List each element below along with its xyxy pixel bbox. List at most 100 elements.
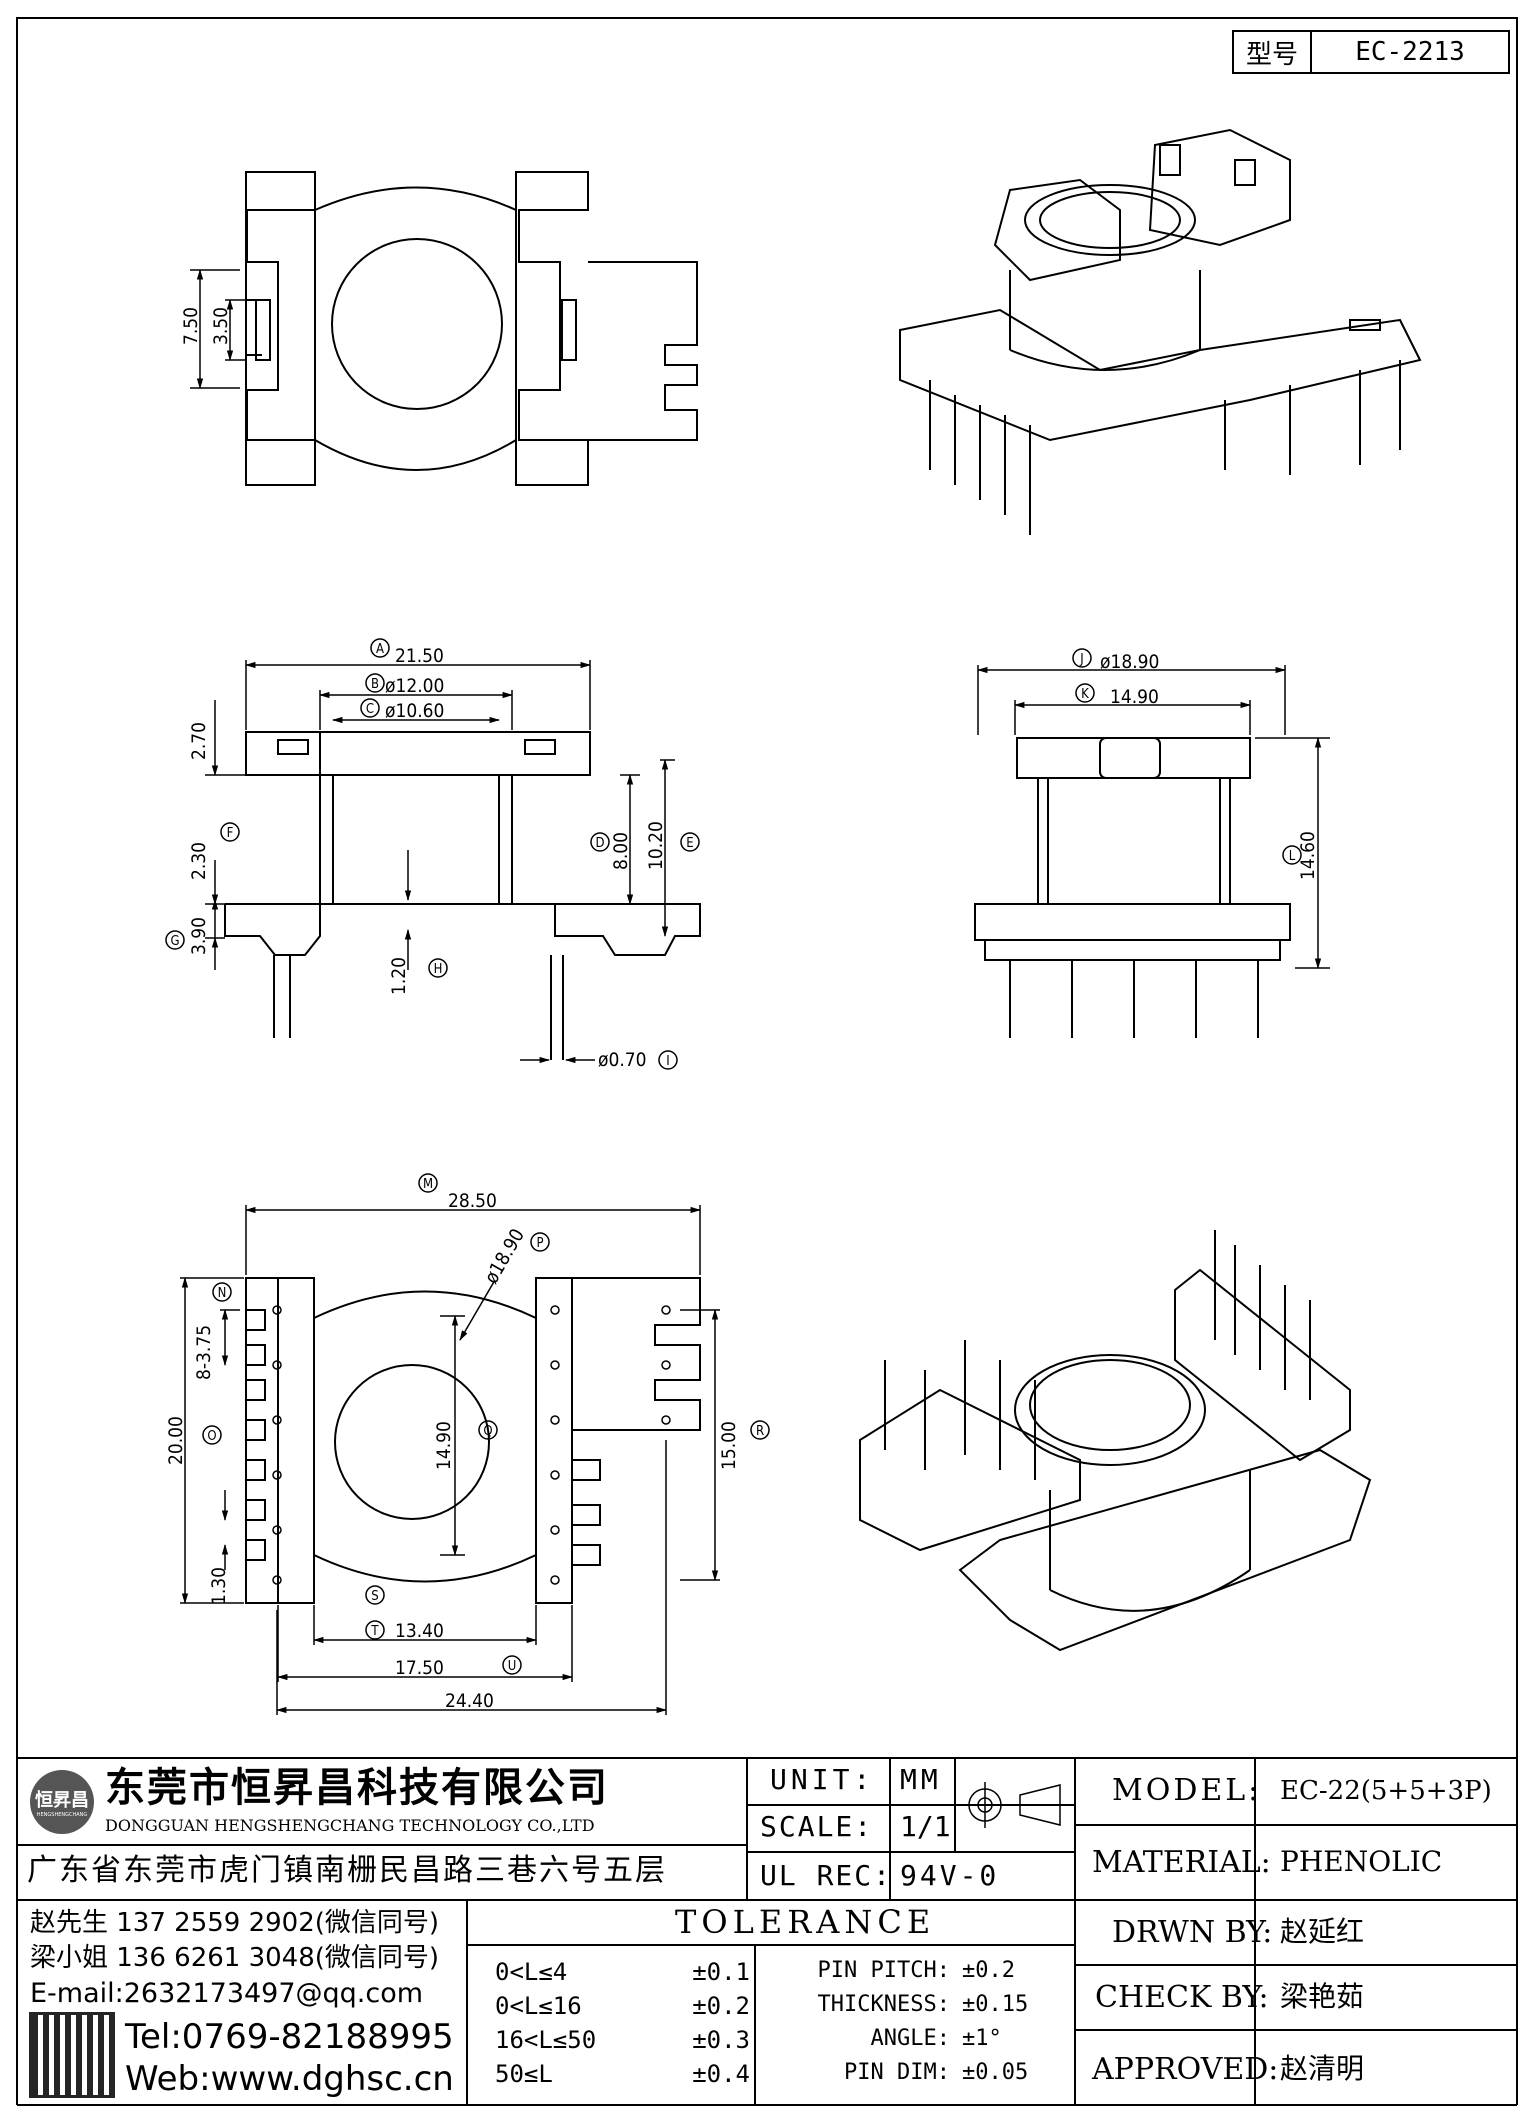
bottom-view-outline [245,1277,701,1604]
approved-label: APPROVED: [1092,2052,1279,2087]
contact-line-1: 赵先生 137 2559 2902(微信同号) [30,1908,440,1938]
bottom-view-dims [180,1205,720,1715]
svg-text:T: T [370,1624,379,1639]
contact-email: E-mail:2632173497@qq.com [30,1978,424,2009]
projection-symbol [960,1782,1061,1828]
dim-r: 15.00 [718,1421,740,1470]
letter-m: M [418,1173,438,1193]
dim-d: 8.00 [610,832,632,870]
svg-text:C: C [366,702,374,717]
company-name-en: DONGGUAN HENGSHENGCHANG TECHNOLOGY CO.,L… [105,1816,595,1835]
tolerance-extra-row: PIN DIM:±0.05 [844,2060,1029,2085]
tolerance-rows: 0<L≤4±0.1 0<L≤16±0.2 16<L≤50±0.3 50≤L±0.… [495,1958,750,2094]
svg-text:Q: Q [483,1424,492,1439]
dim-j: ø18.90 [1100,651,1159,673]
dim-s: 13.40 [395,1620,444,1642]
letter-n: N [212,1282,232,1302]
front-view-dims [205,660,675,1064]
letter-c: C [360,698,380,718]
tolerance-title: TOLERANCE [675,1903,936,1941]
letter-t: T [365,1620,385,1640]
svg-text:F: F [227,826,234,841]
tolerance-row: 0<L≤16±0.2 [495,1992,750,2020]
dim-f: 2.30 [188,842,210,880]
check-value: 梁艳茹 [1280,1980,1365,2013]
model-value: EC-22(5+5+3P) [1280,1776,1492,1806]
top-view-dims [190,268,245,390]
svg-text:H: H [434,962,443,977]
dim-e: 10.20 [645,821,667,870]
dim-t: 17.50 [395,1657,444,1679]
dim-p: ø18.90 [480,1225,529,1287]
dim-m: 28.50 [448,1190,497,1212]
dimension-labels: 7.50 3.50 21.50 ø12.00 ø10.60 2.70 2.30 … [165,307,1319,1712]
svg-text:O: O [207,1429,216,1444]
letter-q: Q [478,1420,498,1440]
header-model-label: 型号 [1234,32,1312,72]
dim-c: ø10.60 [385,700,444,722]
dim-g: 3.90 [188,917,210,955]
approved-value: 赵清明 [1280,2052,1365,2085]
top-view-outline [245,171,698,486]
svg-text:R: R [756,1424,764,1439]
letter-k: K [1075,683,1095,703]
svg-text:A: A [376,642,384,657]
company-address: 广东省东莞市虎门镇南栅民昌路三巷六号五层 [27,1853,667,1888]
check-label: CHECK BY: [1095,1980,1269,2015]
dim-7-50: 7.50 [180,307,202,345]
tolerance-extra-row: THICKNESS:±0.15 [817,1992,1029,2017]
dim-1-30: 1.30 [208,1567,230,1605]
iso-view-bottom [859,1230,1372,1652]
material-label: MATERIAL: [1092,1845,1271,1880]
svg-text:U: U [508,1659,517,1674]
unit-value: MM [900,1763,942,1796]
svg-text:K: K [1081,687,1089,702]
header-model-box: 型号 EC-2213 [1232,30,1510,74]
contact-line-2: 梁小姐 136 6261 3048(微信同号) [30,1943,440,1973]
letter-j: J [1072,648,1092,668]
dim-u: 24.40 [445,1690,494,1712]
svg-text:L: L [1289,849,1296,864]
letter-h: H [428,958,448,978]
dim-l: 14.60 [1297,831,1319,880]
letter-l: L [1282,845,1302,865]
dim-a: 21.50 [395,645,444,667]
reference-letters: A B C D E F G H I J K L M N O P Q R S T … [165,638,1302,1675]
svg-text:S: S [371,1589,378,1604]
contact-tel: Tel:0769-82188995 [125,2017,454,2057]
svg-text:I: I [666,1054,669,1069]
scale-label: SCALE: [760,1810,874,1843]
tolerance-row: 50≤L±0.4 [495,2060,750,2088]
letter-s: S [365,1585,385,1605]
bottom-view-holes [272,1305,671,1585]
ul-label: UL REC: [760,1859,893,1892]
drawn-label: DRWN BY: [1112,1915,1273,1950]
logo-text: 恒昇昌 [35,1790,89,1811]
dim-h: 1.20 [388,957,410,995]
letter-u: U [502,1655,522,1675]
side-view-outline [974,737,1291,1038]
side-view-dims [976,665,1330,970]
letter-f: F [220,822,240,842]
svg-text:E: E [686,836,693,851]
tolerance-row: 16<L≤50±0.3 [495,2026,750,2054]
letter-d: D [590,832,610,852]
svg-text:N: N [218,1286,227,1301]
svg-text:P: P [536,1236,543,1251]
dim-q: 14.90 [433,1421,455,1470]
dim-i: ø0.70 [598,1049,647,1071]
letter-b: B [365,673,385,693]
letter-i: I [658,1050,678,1070]
letter-r: R [750,1420,770,1440]
letter-g: G [165,930,185,950]
sheet-border [16,17,1518,1759]
svg-text:J: J [1079,652,1083,667]
contact-web: Web:www.dghsc.cn [125,2059,454,2099]
unit-label: UNIT: [770,1763,875,1796]
dim-n: 8-3.75 [193,1325,215,1380]
tolerance-extra: PIN PITCH:±0.2 THICKNESS:±0.15 ANGLE:±1°… [770,1958,1060,2094]
dim-b: ø12.00 [385,675,444,697]
material-value: PHENOLIC [1280,1845,1443,1878]
title-block-grid [16,1757,1518,2106]
